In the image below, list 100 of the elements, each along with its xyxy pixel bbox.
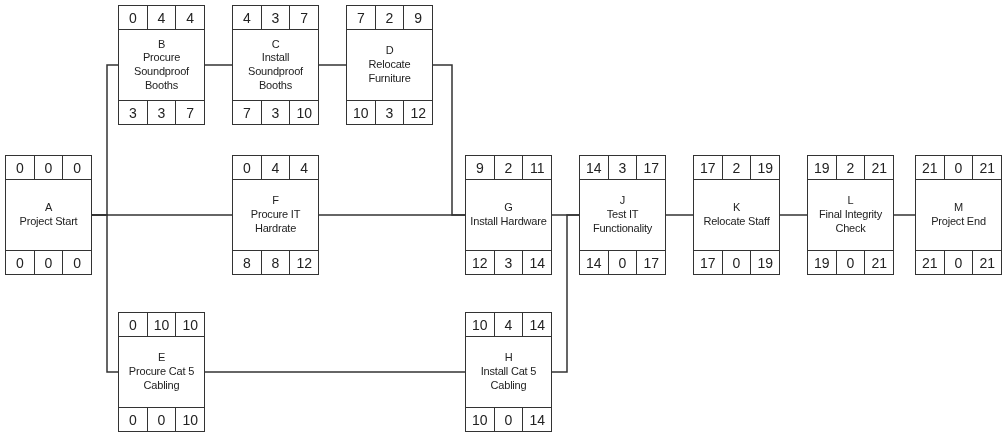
time-cell-text: 0 [14,253,25,273]
time-cell: 17 [636,251,665,274]
time-cell-text: 8 [241,253,252,273]
activity-name: Final Integrity Check [818,208,883,236]
activity-box [5,155,92,275]
time-cell-text: 0 [127,410,138,430]
connector-line [318,214,466,216]
activity-id: M [954,201,963,215]
time-cell: 0 [62,251,91,274]
activity-box [232,155,319,275]
time-cell: 11 [522,156,551,179]
time-cell: 21 [864,251,893,274]
time-cell-text: 0 [241,158,252,178]
connector-line [779,214,808,216]
time-cell-text: 19 [813,158,831,178]
time-cell-text: 19 [813,253,831,273]
activity-box [346,5,433,125]
time-cell: 2 [374,6,404,29]
time-cell: 21 [864,156,893,179]
time-cell: 0 [943,156,973,179]
activity-box [232,5,319,125]
time-cell-text: 21 [921,253,939,273]
time-cell: 14 [522,408,551,431]
activity-id: E [157,351,166,366]
time-cell-text: 4 [241,8,252,28]
time-cell: 10 [146,313,176,336]
connector-line [665,214,694,216]
time-cell: 4 [260,156,290,179]
time-cell: 14 [522,251,551,274]
connector-line [318,64,347,66]
time-cell: 4 [493,313,523,336]
time-cell-text: 14 [585,158,603,178]
time-cell-text: 10 [471,410,489,430]
time-cell: 0 [607,251,637,274]
time-cell-text: 9 [474,158,485,178]
connector-line [551,214,580,373]
connector-line [204,64,233,66]
activity-box [915,155,1002,275]
time-cell-text: 10 [471,315,489,335]
time-cell-text: 12 [471,253,489,273]
activity-name: Relocate Furniture [367,58,412,86]
activity-name: Procure Soundproof Booths [133,51,190,93]
activity-box [693,155,780,275]
time-cell-text: 0 [127,315,138,335]
time-cell: 12 [403,101,432,124]
activity-box [465,155,552,275]
connector-line [91,214,119,373]
time-cell-text: 0 [14,158,25,178]
time-cell: 3 [607,156,637,179]
time-cell: 0 [943,251,973,274]
activity-box [118,312,205,432]
time-cell: 8 [260,251,290,274]
time-cell: 19 [750,156,779,179]
time-cell-text: 21 [921,158,939,178]
activity-box [465,312,552,432]
time-cell-text: 0 [127,8,138,28]
time-cell: 0 [146,408,176,431]
time-cell: 3 [146,101,176,124]
time-cell: 7 [175,101,204,124]
activity-id: J [619,194,626,209]
activity-name: Test IT Functionality [591,208,654,236]
activity-name: Procure IT Hardrate [249,208,302,236]
activity-box [579,155,666,275]
activity-name: Project End [931,215,986,229]
time-cell: 3 [260,101,290,124]
time-cell-text: 7 [241,103,252,123]
activity-name: Install Cat 5 Cabling [479,365,538,393]
time-cell: 2 [721,156,751,179]
activity-name: Install Soundproof Booths [247,51,304,93]
activity-id: G [504,201,513,215]
activity-id: F [272,194,279,209]
time-cell: 19 [750,251,779,274]
time-cell: 7 [289,6,318,29]
time-cell: 0 [33,251,63,274]
time-cell: 2 [493,156,523,179]
time-cell: 2 [835,156,865,179]
time-cell-text: 10 [352,103,370,123]
time-cell-text: 7 [355,8,366,28]
time-cell: 17 [636,156,665,179]
time-cell-text: 17 [699,253,717,273]
time-cell-text: 14 [585,253,603,273]
time-cell: 3 [260,6,290,29]
time-cell: 0 [721,251,751,274]
connector-line [204,371,466,373]
activity-id: B [157,37,166,52]
time-cell: 10 [175,408,204,431]
time-cell: 4 [146,6,176,29]
activity-name: Procure Cat 5 Cabling [127,365,196,393]
activity-box [118,5,205,125]
time-cell: 10 [289,101,318,124]
activity-box [807,155,894,275]
time-cell: 9 [403,6,432,29]
time-cell: 12 [289,251,318,274]
activity-name: Install Hardware [470,215,547,229]
time-cell: 3 [374,101,404,124]
activity-name: Project Start [19,215,78,229]
time-cell: 21 [972,251,1001,274]
activity-id: K [732,201,741,215]
activity-id: D [385,44,394,59]
time-cell: 10 [175,313,204,336]
